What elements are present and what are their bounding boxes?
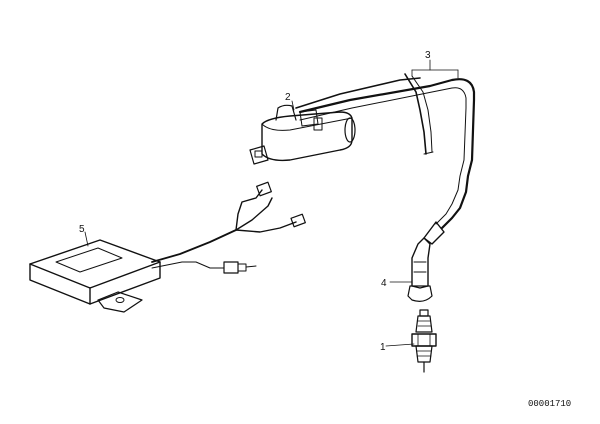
spark-plug-part-1 xyxy=(411,309,437,373)
callout-4: 4 xyxy=(381,278,387,289)
ignition-coil-part-2 xyxy=(249,104,356,165)
ignition-lead-part-3 xyxy=(295,73,476,230)
document-number: 00001710 xyxy=(528,399,571,409)
callout-1: 1 xyxy=(380,342,386,353)
callout-2: 2 xyxy=(285,92,291,103)
callout-3: 3 xyxy=(425,50,431,61)
callout-leaders xyxy=(84,59,459,347)
control-unit-part-5 xyxy=(29,181,306,313)
spark-plug-cap-part-4 xyxy=(407,221,445,302)
callout-5: 5 xyxy=(79,224,85,235)
